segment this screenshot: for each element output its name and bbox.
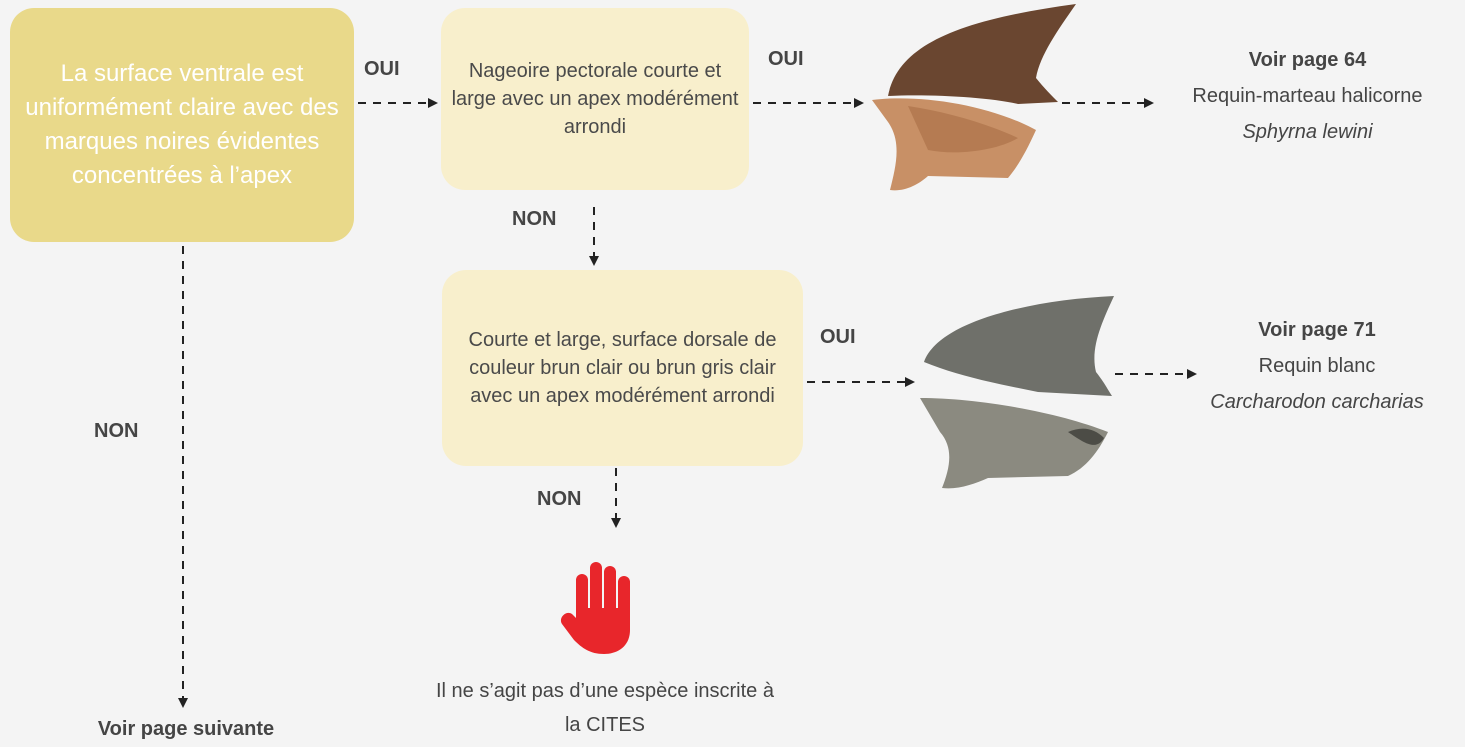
question-2-text: Courte et large, surface dorsale de coul… (452, 326, 793, 410)
fin-dorsal-view (924, 296, 1114, 396)
stop-hand-icon (560, 560, 642, 656)
label-no-q1: NON (512, 208, 556, 231)
label-no-main: NON (94, 420, 138, 443)
fin-image-carcharodon-carcharias (918, 292, 1118, 492)
main-question-text: La surface ventrale est uniformément cla… (24, 57, 340, 193)
label-no-q2: NON (537, 488, 581, 511)
result-2: Voir page 71 Requin blanc Carcharodon ca… (1172, 312, 1462, 420)
result-2-scientific-name: Carcharodon carcharias (1172, 384, 1462, 420)
result-2-common-name: Requin blanc (1172, 348, 1462, 384)
fin-dorsal-view (888, 4, 1076, 104)
label-yes-q2: OUI (820, 326, 856, 349)
next-page-link[interactable]: Voir page suivante (66, 718, 306, 741)
result-2-page: Voir page 71 (1172, 312, 1462, 348)
result-1-scientific-name: Sphyrna lewini (1150, 114, 1465, 150)
question-1-box: Nageoire pectorale courte et large avec … (441, 8, 749, 190)
question-2-box: Courte et large, surface dorsale de coul… (442, 270, 803, 466)
result-1-common-name: Requin-marteau halicorne (1150, 78, 1465, 114)
label-yes-q1: OUI (768, 48, 804, 71)
result-1: Voir page 64 Requin-marteau halicorne Sp… (1150, 42, 1465, 150)
fin-image-sphyrna-lewini (868, 0, 1078, 195)
result-1-page: Voir page 64 (1150, 42, 1465, 78)
stop-text: Il ne s’agit pas d’une espèce inscrite à… (430, 674, 780, 742)
question-1-text: Nageoire pectorale courte et large avec … (451, 57, 739, 141)
main-question-box: La surface ventrale est uniformément cla… (10, 8, 354, 242)
fin-ventral-view (920, 398, 1108, 488)
label-yes-main: OUI (364, 58, 400, 81)
